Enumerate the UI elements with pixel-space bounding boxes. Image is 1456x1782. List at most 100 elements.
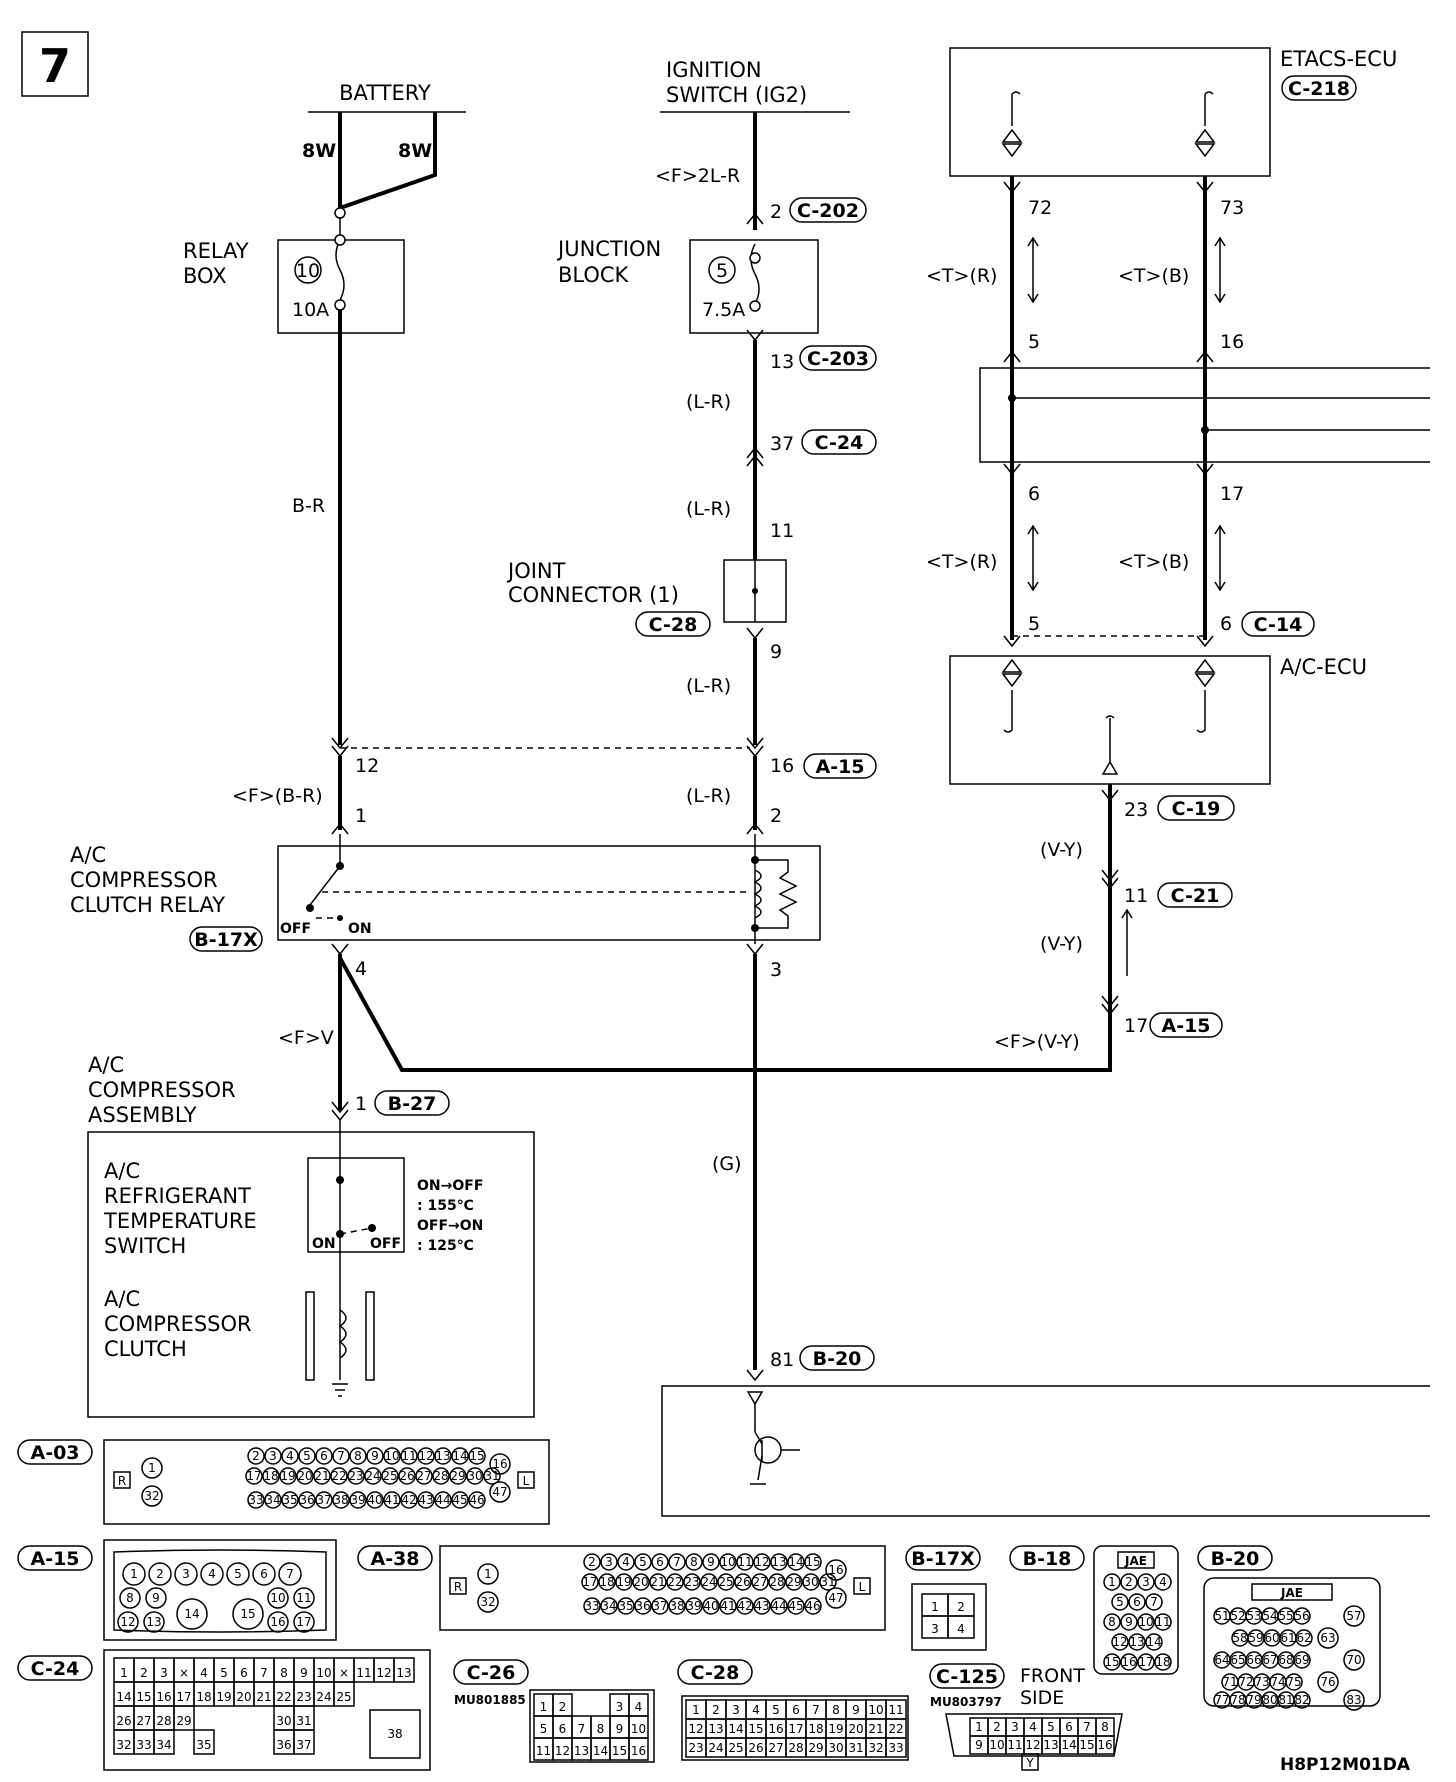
pin-number: 36 bbox=[635, 1599, 650, 1613]
pin-circle bbox=[381, 1467, 399, 1485]
pin-number: 58 bbox=[1232, 1631, 1247, 1645]
pin-number: 16 bbox=[270, 1615, 285, 1629]
pin-circle bbox=[1317, 1627, 1339, 1649]
pin-number: 79 bbox=[1246, 1693, 1261, 1707]
pin-number: 4 bbox=[1159, 1575, 1167, 1589]
pin-circle bbox=[668, 1597, 686, 1615]
pin-number: 46 bbox=[469, 1493, 484, 1507]
pin-number: 10 bbox=[1138, 1615, 1153, 1629]
ignition-label-1: IGNITION bbox=[666, 58, 762, 82]
pin-number: 16 bbox=[828, 1563, 843, 1577]
refrigerant-temp-switch bbox=[307, 1157, 405, 1253]
pin-number: 17 bbox=[246, 1469, 261, 1483]
relay-label-3: CLUTCH RELAY bbox=[70, 893, 225, 917]
connector-c24-face bbox=[103, 1649, 431, 1771]
pin-number: 15 bbox=[612, 1744, 627, 1758]
wire-f-v: <F>V bbox=[278, 1027, 334, 1049]
pin-circle bbox=[819, 1573, 837, 1591]
pin-relay-3: 3 bbox=[770, 959, 782, 981]
pin-number: 40 bbox=[367, 1493, 382, 1507]
pin-circle bbox=[400, 1491, 418, 1509]
pin-circle bbox=[825, 1587, 847, 1609]
clutch-label-1: A/C bbox=[104, 1287, 140, 1311]
pin-circle bbox=[278, 1562, 302, 1586]
pin-number: 68 bbox=[1278, 1653, 1293, 1667]
pin-circle bbox=[489, 1453, 511, 1475]
pin-12: 12 bbox=[355, 755, 379, 777]
pin-mid-16: 16 bbox=[1220, 331, 1244, 353]
pin-number: 1 bbox=[120, 1666, 128, 1680]
pin-number: 10 bbox=[316, 1666, 331, 1680]
pin-circle bbox=[598, 1573, 616, 1591]
pin-number: 2 bbox=[1125, 1575, 1133, 1589]
pin-number: 25 bbox=[728, 1741, 743, 1755]
connector-label-c24: C-24 bbox=[31, 1658, 80, 1680]
pin-number: 66 bbox=[1246, 1653, 1261, 1667]
connector-a15-face bbox=[103, 1539, 337, 1641]
pin-number: 3 bbox=[160, 1666, 168, 1680]
pin-circle bbox=[119, 1587, 141, 1609]
pin-number: 1 bbox=[931, 1600, 939, 1614]
pin-ig-11: 11 bbox=[770, 520, 794, 542]
pin-circle bbox=[1137, 1653, 1155, 1671]
pin-number: 56 bbox=[1294, 1609, 1309, 1623]
connector-b27: B-27 bbox=[388, 1093, 437, 1115]
pin-number: 35 bbox=[196, 1738, 211, 1752]
pin-b20-81: 81 bbox=[770, 1349, 794, 1371]
pin-circle bbox=[434, 1491, 452, 1509]
pin-circle bbox=[1103, 1613, 1121, 1631]
pin-circle bbox=[804, 1597, 822, 1615]
pin-number: 12 bbox=[1025, 1738, 1040, 1752]
ac-ecu-label: A/C-ECU bbox=[1280, 655, 1367, 679]
pin-circle bbox=[468, 1491, 486, 1509]
wire-lr-4: (L-R) bbox=[686, 785, 731, 807]
pin-circle bbox=[141, 1457, 163, 1479]
pin-number: 8 bbox=[832, 1703, 840, 1717]
pin-number: 32 bbox=[868, 1741, 883, 1755]
wire-tb-1: <T>(B) bbox=[1118, 265, 1189, 287]
pin-relay-1: 1 bbox=[355, 805, 367, 827]
pin-number: 18 bbox=[196, 1690, 211, 1704]
joint-connector-label-1: JOINT bbox=[506, 559, 566, 583]
compressor-assembly-label-3: ASSEMBLY bbox=[88, 1103, 197, 1127]
relay-coil-icon bbox=[753, 869, 762, 919]
pin-number: 81 bbox=[1278, 1693, 1293, 1707]
pin-number: 2 bbox=[252, 1449, 260, 1463]
pin-number: × bbox=[179, 1666, 189, 1680]
pin-circle bbox=[1103, 1653, 1121, 1671]
c125-part-number: MU803797 bbox=[930, 1695, 1002, 1709]
pin-number: 36 bbox=[299, 1493, 314, 1507]
battery-label: BATTERY bbox=[339, 81, 431, 105]
relay-connector-pill bbox=[189, 926, 263, 952]
pin-cell bbox=[947, 1615, 975, 1639]
pin-number: 7 bbox=[286, 1567, 294, 1581]
connector-b18-face bbox=[1093, 1545, 1179, 1675]
ac-compressor-assembly bbox=[87, 1131, 535, 1418]
pin-number: 10 bbox=[384, 1449, 399, 1463]
transistor-icon bbox=[754, 1436, 782, 1464]
etacs-terminal-right-icon bbox=[1194, 91, 1216, 158]
wire-g: (G) bbox=[712, 1153, 742, 1175]
pin-number: 4 bbox=[208, 1567, 216, 1581]
pin-ecu-73: 73 bbox=[1220, 197, 1244, 219]
pin-circle bbox=[634, 1597, 652, 1615]
pin-number: 4 bbox=[286, 1449, 294, 1463]
ac-ecu-output-icon bbox=[1101, 715, 1119, 775]
pin-circle bbox=[651, 1597, 669, 1615]
pin-circle bbox=[666, 1573, 684, 1591]
pin-number: 9 bbox=[975, 1738, 983, 1752]
relay-label-1: A/C bbox=[70, 843, 106, 867]
pin-number: 40 bbox=[703, 1599, 718, 1613]
connector-label-b18: B-18 bbox=[1023, 1548, 1072, 1570]
junction-block bbox=[689, 239, 819, 334]
pin-number: 2 bbox=[957, 1600, 965, 1614]
connector-c21: C-21 bbox=[1171, 885, 1220, 907]
pin-number: 30 bbox=[467, 1469, 482, 1483]
pin-number: 34 bbox=[156, 1738, 171, 1752]
pin-number: 18 bbox=[1155, 1655, 1170, 1669]
pin-circle bbox=[281, 1447, 299, 1465]
pin-number: 7 bbox=[260, 1666, 268, 1680]
wire-8w-right: 8W bbox=[398, 140, 432, 162]
